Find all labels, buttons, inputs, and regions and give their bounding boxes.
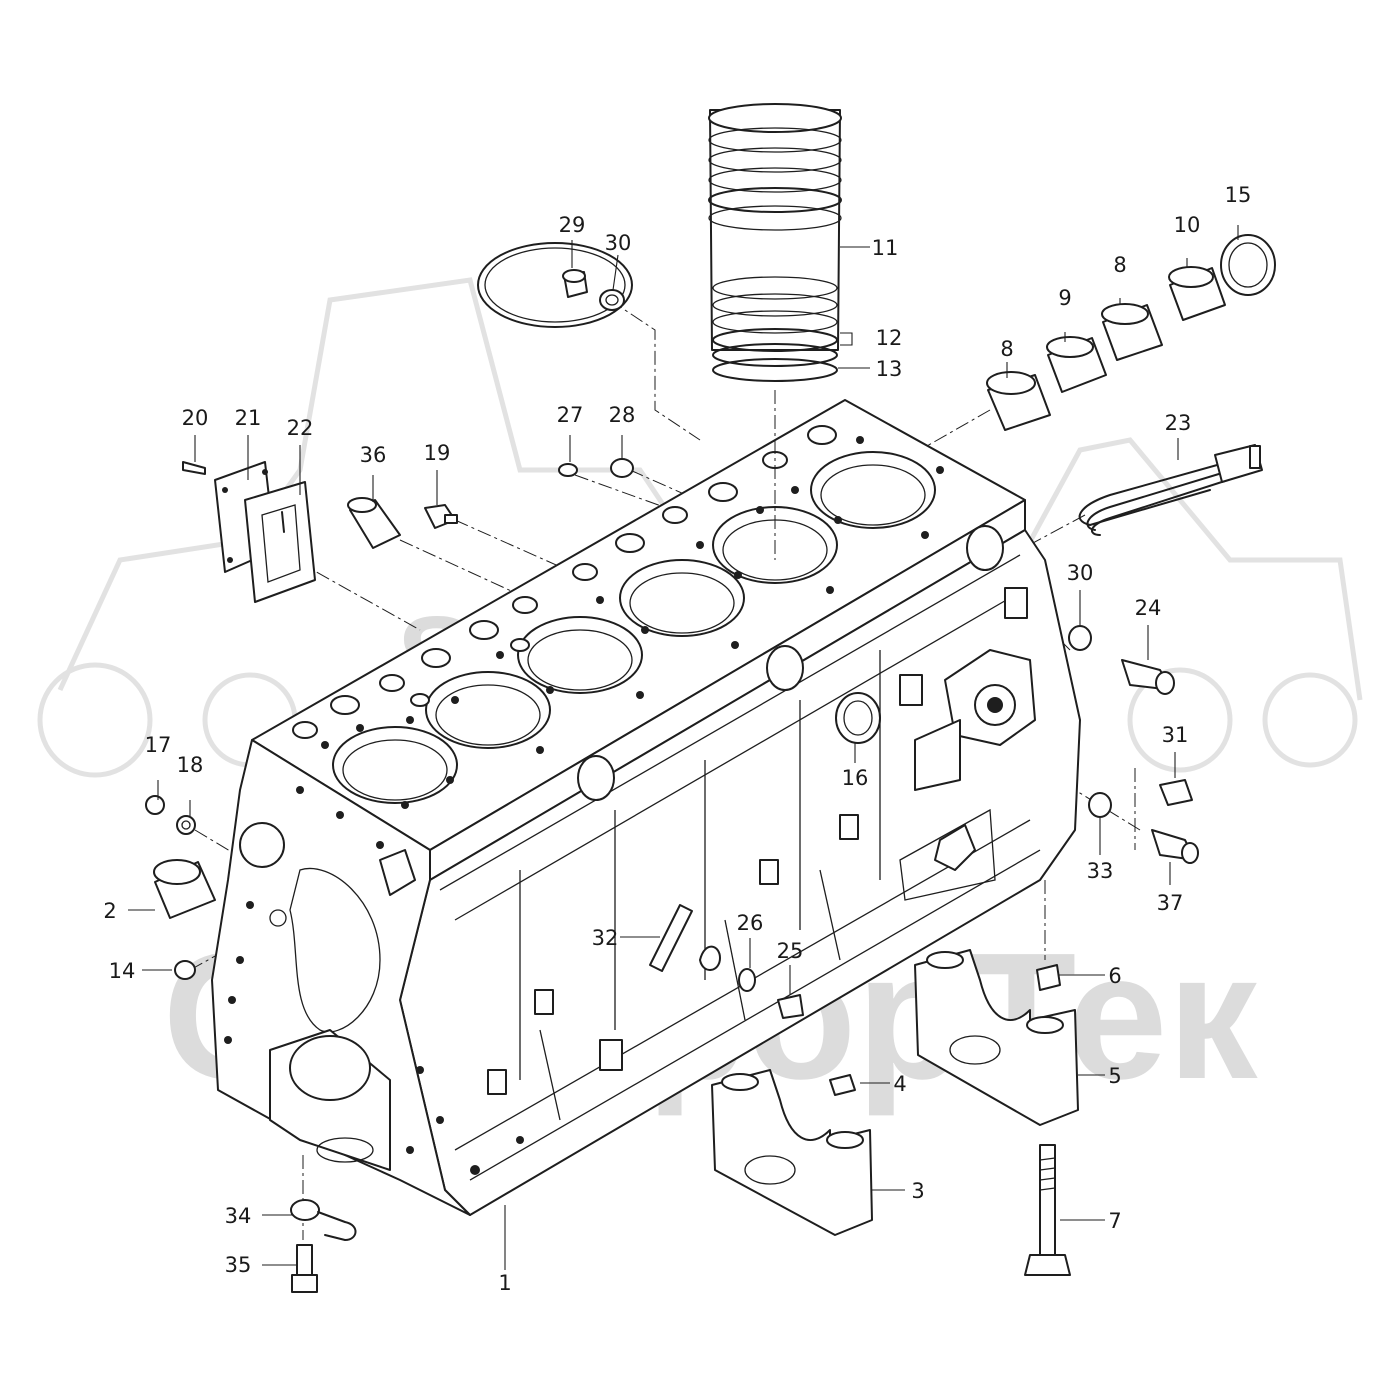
callout-6: 6	[1108, 964, 1121, 988]
callout-22: 22	[287, 416, 314, 440]
side-cover-assembly	[182, 461, 316, 603]
camshaft-bushings	[986, 234, 1276, 431]
callout-3: 3	[911, 1179, 924, 1203]
callout-16: 16	[842, 766, 869, 790]
callout-9: 9	[1058, 286, 1071, 310]
callout-31: 31	[1162, 723, 1189, 747]
callout-17: 17	[145, 733, 172, 757]
cooler-tubes	[1078, 444, 1263, 536]
callout-14: 14	[109, 959, 136, 983]
callout-8b: 8	[1113, 253, 1126, 277]
callout-4: 4	[893, 1072, 906, 1096]
callout-13: 13	[876, 357, 903, 381]
callout-7: 7	[1108, 1209, 1121, 1233]
callout-21: 21	[235, 406, 262, 430]
callout-34: 34	[225, 1204, 252, 1228]
callout-29: 29	[559, 213, 586, 237]
callout-37: 37	[1157, 891, 1184, 915]
callout-labels: 1 2 3 4 5 6 7 8 8 9 10 11 12 13 14 15 16…	[103, 183, 1251, 1295]
cylinder-bores	[332, 451, 936, 804]
callout-2: 2	[103, 899, 116, 923]
callout-18: 18	[177, 753, 204, 777]
callout-27: 27	[557, 403, 584, 427]
callout-23: 23	[1165, 411, 1192, 435]
callout-19: 19	[424, 441, 451, 465]
callout-10: 10	[1174, 213, 1201, 237]
callout-24: 24	[1135, 596, 1162, 620]
deck-holes	[292, 425, 944, 809]
callout-20: 20	[182, 406, 209, 430]
bearing-cap-3	[711, 1069, 873, 1236]
plugs-sensors	[347, 458, 634, 549]
large-o-ring	[477, 242, 633, 328]
bearing-cap-5	[914, 949, 1079, 1126]
callout-12: 12	[876, 326, 903, 350]
callout-32: 32	[592, 926, 619, 950]
callout-1: 1	[498, 1271, 511, 1295]
callout-28: 28	[609, 403, 636, 427]
callout-30b: 30	[1067, 561, 1094, 585]
main-bearing-caps	[711, 949, 1079, 1276]
side-fittings	[835, 625, 1199, 864]
callout-15: 15	[1225, 183, 1252, 207]
callout-35: 35	[225, 1253, 252, 1277]
side-small-parts	[649, 904, 804, 1019]
callout-36: 36	[360, 443, 387, 467]
callout-33: 33	[1087, 859, 1114, 883]
callout-8a: 8	[1000, 337, 1013, 361]
front-small-parts	[145, 795, 216, 980]
callout-26: 26	[737, 911, 764, 935]
callout-25: 25	[777, 939, 804, 963]
callout-5: 5	[1108, 1064, 1121, 1088]
leader-lines	[128, 225, 1239, 1270]
callout-11: 11	[872, 236, 899, 260]
cylinder-liner	[708, 103, 842, 560]
oil-jet-assembly	[290, 1199, 357, 1293]
callout-30a: 30	[605, 231, 632, 255]
